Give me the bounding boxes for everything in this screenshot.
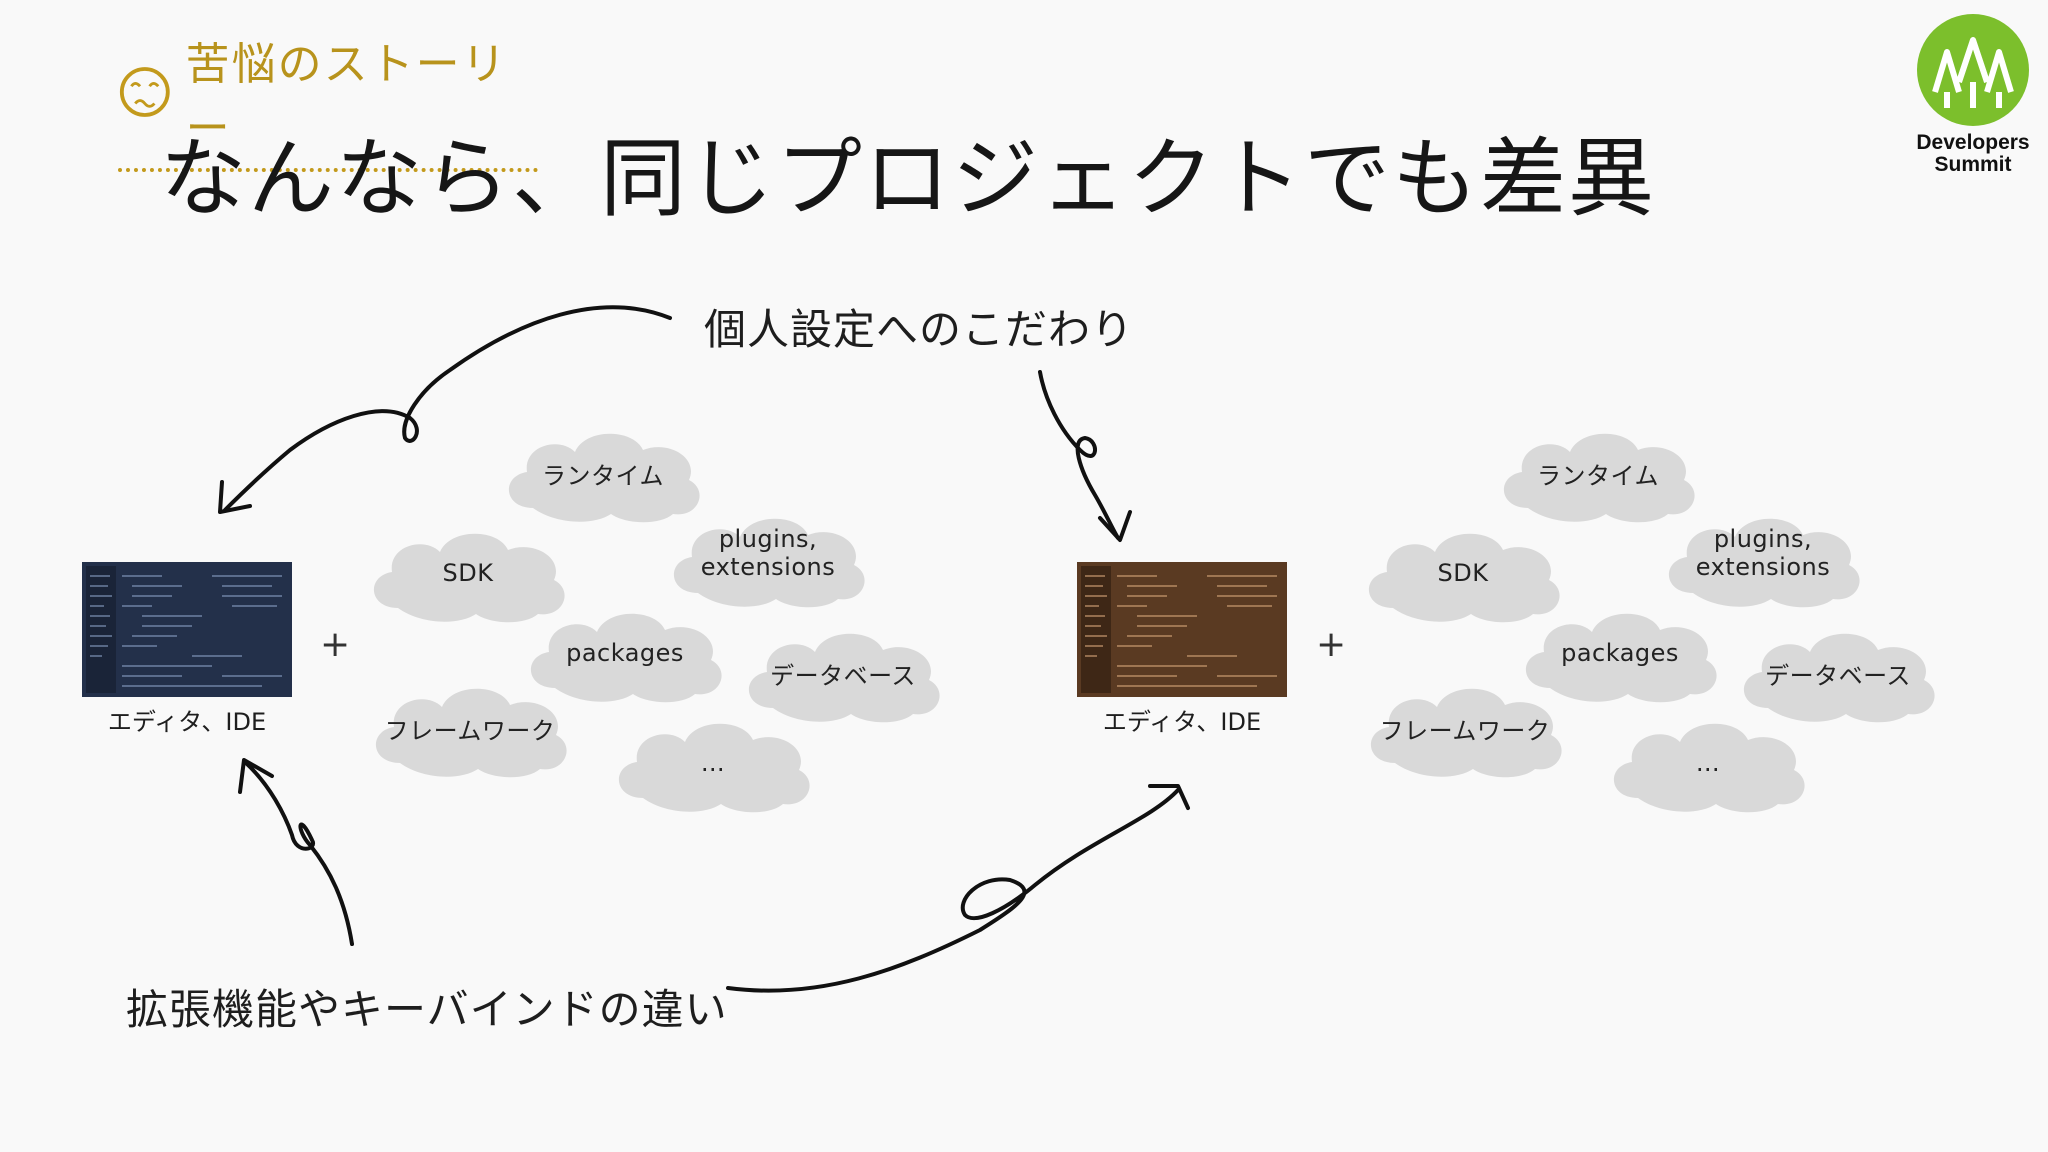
arrow-bottom-to-left-editor xyxy=(243,760,354,946)
editor-label-right: エディタ、IDE xyxy=(1102,708,1262,736)
cloud-database: データベース xyxy=(1728,618,1948,728)
cloud-framework: フレームワーク xyxy=(360,673,580,783)
cloud-more-label: … xyxy=(1695,749,1721,777)
cloud-database: データベース xyxy=(733,618,953,728)
plus-sign-right: + xyxy=(1316,624,1347,665)
cloud-group-left: ランタイム SDK plugins, extensions packages デ… xyxy=(358,418,978,818)
cloud-runtime-label: ランタイム xyxy=(1536,461,1660,490)
section-tag: 苦悩のストーリー xyxy=(118,28,538,172)
cloud-framework-label: フレームワーク xyxy=(384,716,556,745)
cloud-plugins-label: plugins, extensions xyxy=(1695,525,1831,581)
logo-line-2: Summit xyxy=(1934,153,2012,176)
cloud-sdk-label: SDK xyxy=(442,559,494,587)
editor-code-texture xyxy=(82,562,292,697)
editor-screenshot-dark xyxy=(82,562,292,697)
cloud-sdk-label: SDK xyxy=(1437,559,1489,587)
slide-title: なんなら、同じプロジェクトでも差異 xyxy=(160,129,1656,229)
cloud-more: … xyxy=(1598,708,1818,818)
arrow-top-to-right-editor xyxy=(1038,370,1120,540)
cloud-packages: packages xyxy=(1510,598,1730,708)
troubled-face-icon xyxy=(119,67,170,117)
arrowhead-top-left xyxy=(218,480,252,514)
cloud-packages-label: packages xyxy=(566,639,684,667)
editor-code-texture xyxy=(1077,562,1287,697)
logo-line-1: Developers xyxy=(1916,131,2030,154)
cloud-runtime: ランタイム xyxy=(1488,418,1708,528)
annotation-extension-keybinding: 拡張機能やキーバインドの違い xyxy=(126,985,728,1034)
arrowhead-bottom-left xyxy=(238,758,274,794)
cloud-plugins-label: plugins, extensions xyxy=(700,525,836,581)
arrowhead-bottom-right xyxy=(1148,784,1190,810)
cloud-database-label: データベース xyxy=(770,661,916,690)
cloud-more-label: … xyxy=(700,749,726,777)
cloud-sdk: SDK xyxy=(1353,518,1573,628)
cloud-plugins: plugins, extensions xyxy=(1653,503,1873,613)
developers-summit-logo: Developers Summit xyxy=(1908,12,2038,176)
section-label: 苦悩のストーリー xyxy=(185,39,508,154)
cloud-more: … xyxy=(603,708,823,818)
cloud-packages-label: packages xyxy=(1561,639,1679,667)
cloud-group-right: ランタイム SDK plugins, extensions packages デ… xyxy=(1353,418,1973,818)
cloud-plugins: plugins, extensions xyxy=(658,503,878,613)
arrow-bottom-to-right-editor xyxy=(726,788,1180,993)
cloud-packages: packages xyxy=(515,598,735,708)
tree-logo-icon xyxy=(1917,14,2029,126)
annotation-personal-settings: 個人設定へのこだわり xyxy=(704,305,1135,354)
plus-sign-left: + xyxy=(320,624,351,665)
editor-label-left: エディタ、IDE xyxy=(107,708,267,736)
editor-screenshot-warm xyxy=(1077,562,1287,697)
cloud-sdk: SDK xyxy=(358,518,578,628)
cloud-framework-label: フレームワーク xyxy=(1379,716,1551,745)
logo-text: Developers Summit xyxy=(1916,132,2029,176)
cloud-database-label: データベース xyxy=(1765,661,1911,690)
cloud-framework: フレームワーク xyxy=(1355,673,1575,783)
arrowhead-top-right xyxy=(1098,510,1132,542)
